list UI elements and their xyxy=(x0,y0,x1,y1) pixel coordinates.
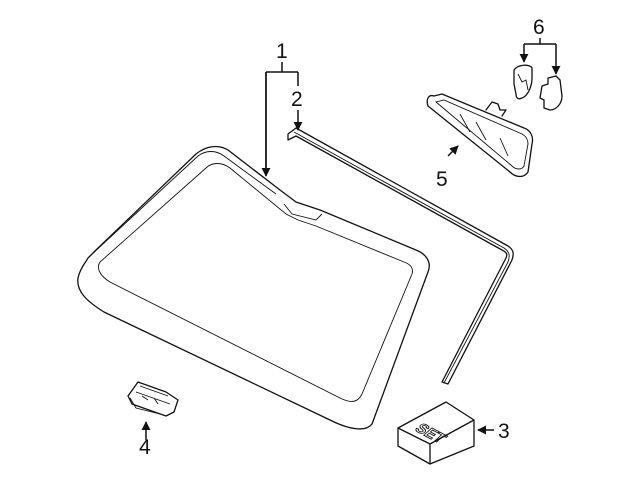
set-label: SET xyxy=(411,421,450,447)
windshield-molding[interactable] xyxy=(287,127,514,385)
adhesive-urethane-kit[interactable]: SET 3 xyxy=(397,401,510,465)
rear-view-mirror[interactable]: 5 xyxy=(426,93,534,191)
mirror-mount-covers[interactable]: 6 xyxy=(513,16,563,111)
windshield-glass[interactable] xyxy=(77,145,430,430)
callout-number-2: 2 xyxy=(291,88,303,111)
glass-spacer-clip[interactable]: 4 xyxy=(127,381,179,459)
callout-1: 1 xyxy=(261,40,298,177)
callout-number-6: 6 xyxy=(533,16,545,39)
callout-number-5: 5 xyxy=(436,168,448,191)
callout-2: 2 xyxy=(291,72,303,131)
callout-number-3: 3 xyxy=(498,420,510,443)
callout-number-4: 4 xyxy=(139,436,151,459)
callout-number-1: 1 xyxy=(276,40,288,63)
